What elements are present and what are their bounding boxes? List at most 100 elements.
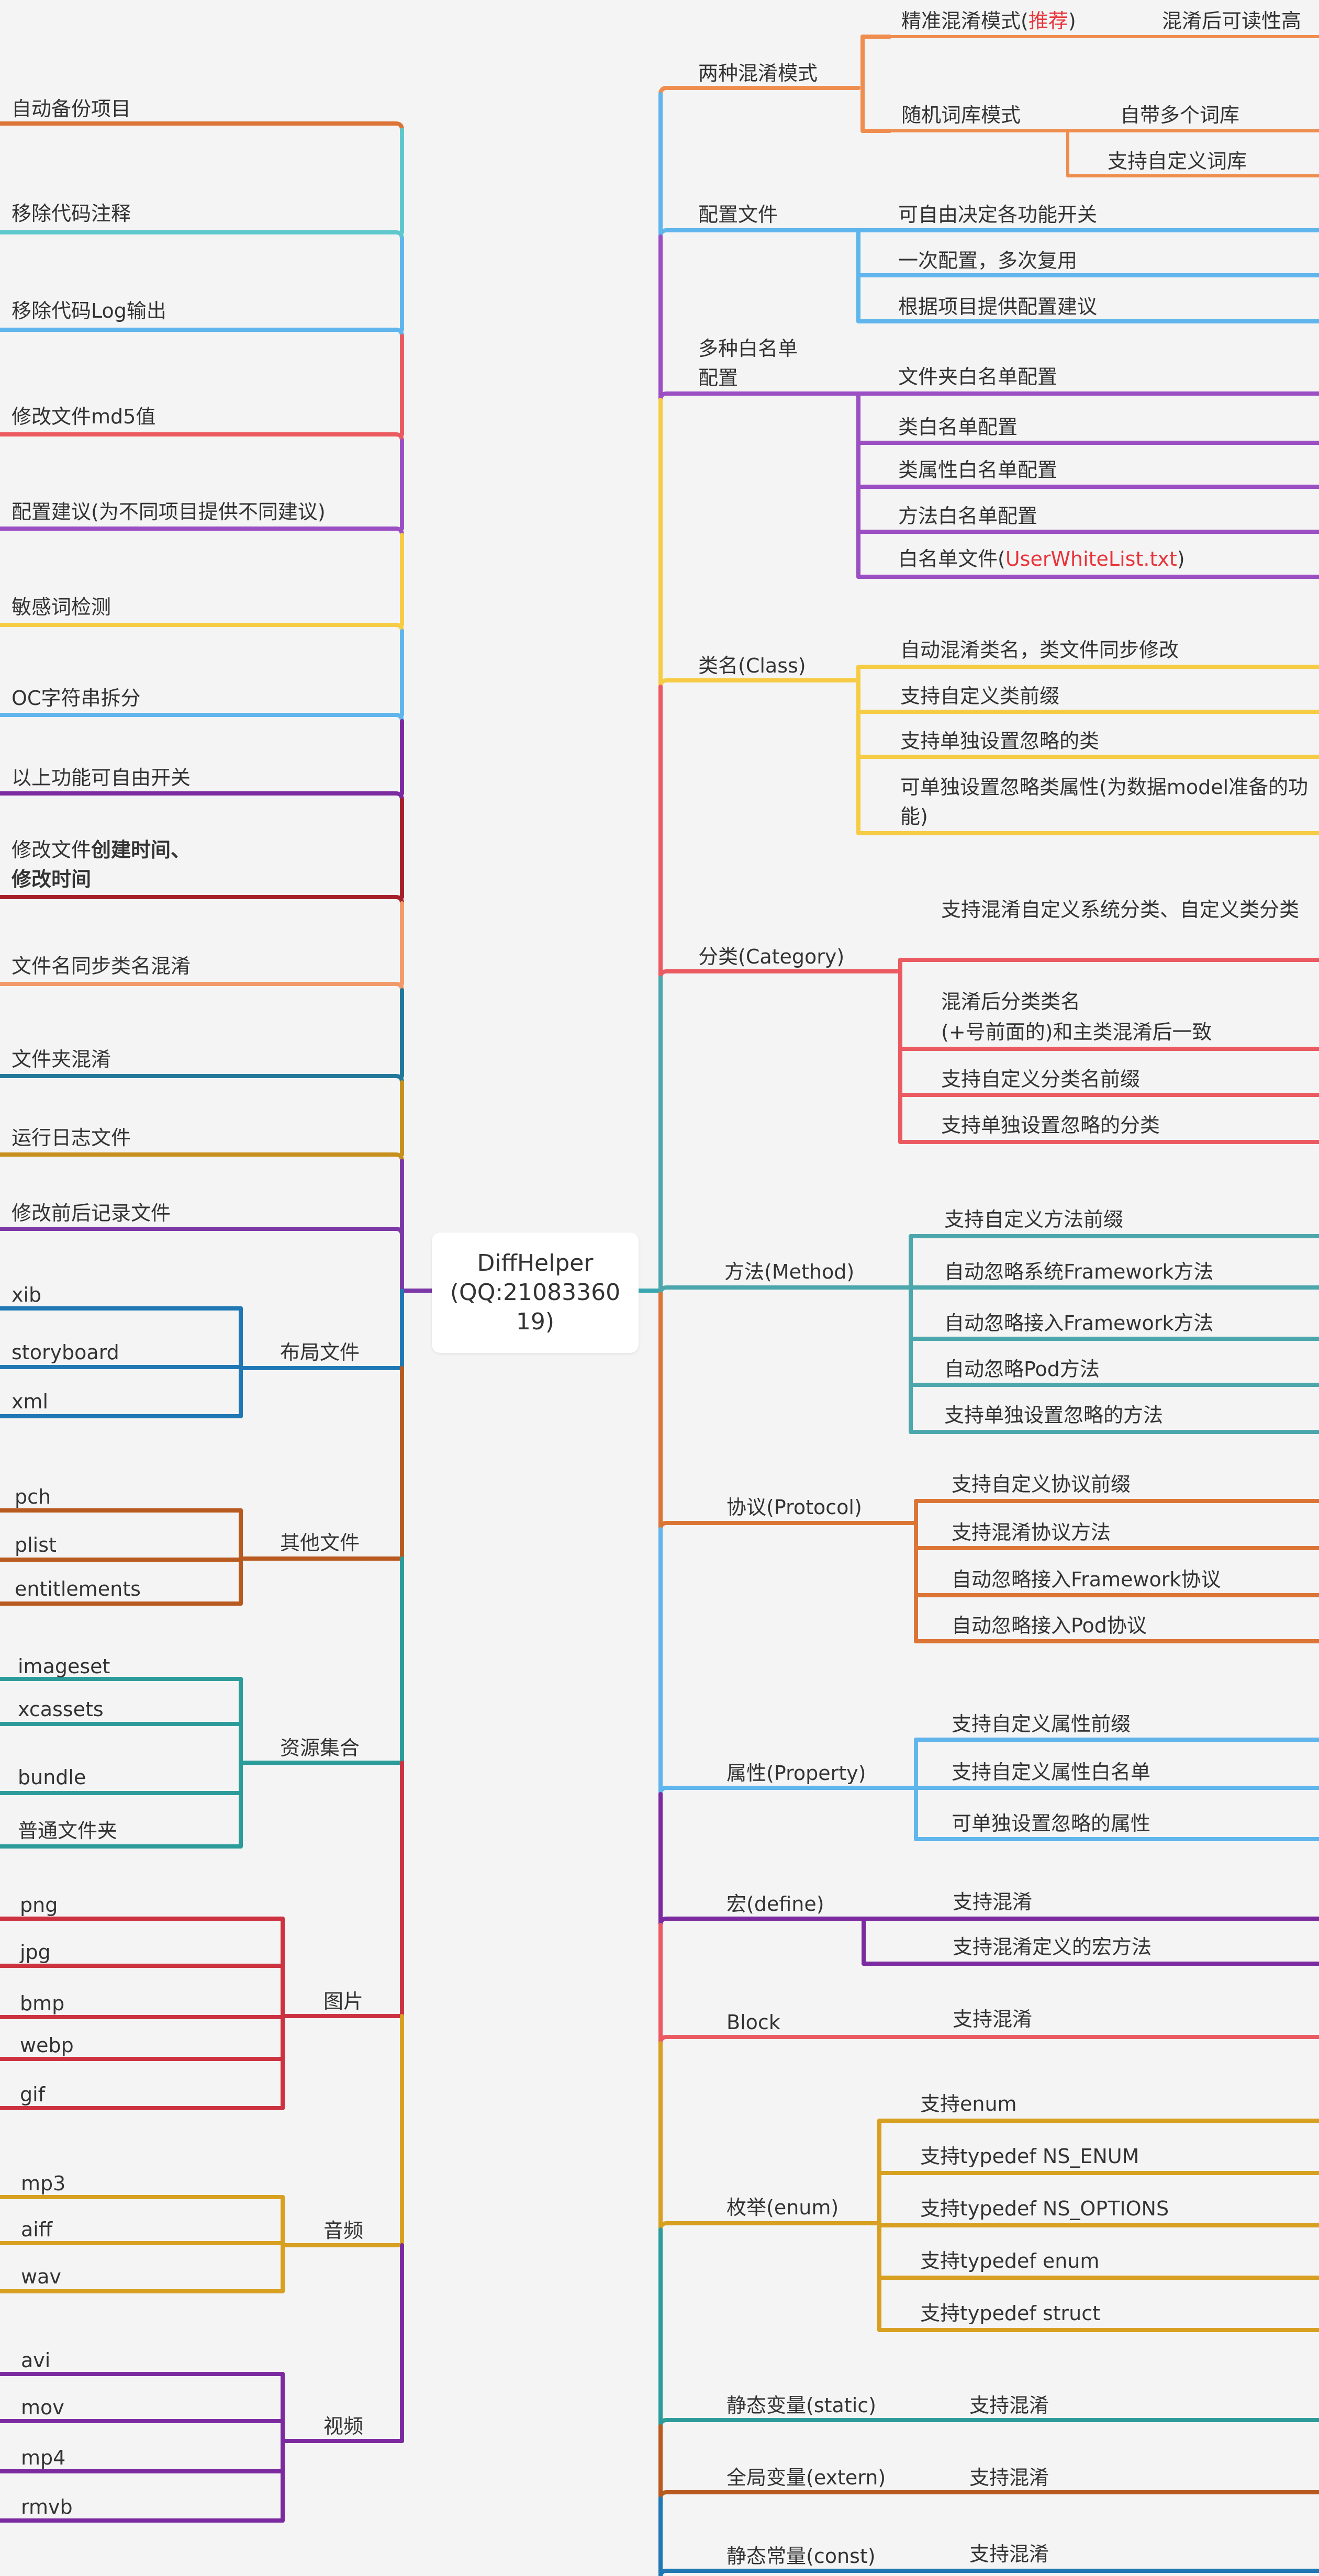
node-category[interactable]: 分类(Category) — [698, 945, 845, 968]
node-layout-files[interactable]: 布局文件 — [280, 1341, 360, 1364]
video-item-avi[interactable]: avi — [21, 2349, 51, 2372]
node-run-log[interactable]: 运行日志文件 — [12, 1126, 131, 1149]
whitelist-item-class[interactable]: 类白名单配置 — [898, 416, 1018, 439]
node-method[interactable]: 方法(Method) — [724, 1260, 855, 1283]
method-item-third-fw[interactable]: 自动忽略接入Framework方法 — [944, 1312, 1214, 1335]
node-record-file[interactable]: 修改前后记录文件 — [12, 1202, 171, 1225]
extern-var-item[interactable]: 支持混淆 — [969, 2466, 1049, 2489]
category-item-custom[interactable]: 支持混淆自定义系统分类、自定义类分类 — [941, 898, 1300, 921]
class-item-ignore[interactable]: 支持单独设置忽略的类 — [900, 730, 1100, 753]
static-var-item[interactable]: 支持混淆 — [969, 2394, 1049, 2417]
category-item-name-a[interactable]: 混淆后分类类名 — [941, 990, 1081, 1013]
method-item-prefix[interactable]: 支持自定义方法前缀 — [944, 1208, 1124, 1231]
method-item-pod[interactable]: 自动忽略Pod方法 — [944, 1358, 1100, 1381]
whitelist-item-class-prop[interactable]: 类属性白名单配置 — [898, 458, 1058, 481]
img-item-bmp[interactable]: bmp — [20, 1992, 65, 2015]
define-item-obf[interactable]: 支持混淆 — [953, 1890, 1033, 1913]
protocol-item-prefix[interactable]: 支持自定义协议前缀 — [952, 1473, 1131, 1496]
node-folder-obf[interactable]: 文件夹混淆 — [12, 1048, 111, 1071]
layout-item-xml[interactable]: xml — [12, 1390, 49, 1413]
category-item-prefix[interactable]: 支持自定义分类名前缀 — [941, 1068, 1141, 1091]
mode-random-builtin[interactable]: 自带多个词库 — [1120, 104, 1240, 127]
node-sensitive-words[interactable]: 敏感词检测 — [12, 596, 111, 619]
property-item-prefix[interactable]: 支持自定义属性前缀 — [952, 1712, 1131, 1735]
other-item-plist[interactable]: plist — [15, 1533, 57, 1556]
img-item-jpg[interactable]: jpg — [20, 1941, 51, 1964]
block-item-obf[interactable]: 支持混淆 — [953, 2008, 1033, 2031]
mode-random-custom[interactable]: 支持自定义词库 — [1108, 150, 1247, 173]
protocol-item-pod[interactable]: 自动忽略接入Pod协议 — [952, 1614, 1147, 1637]
node-filename-sync[interactable]: 文件名同步类名混淆 — [12, 955, 191, 978]
res-item-folder[interactable]: 普通文件夹 — [18, 1819, 118, 1842]
config-item-reuse[interactable]: 一次配置，多次复用 — [898, 249, 1078, 272]
node-whitelist[interactable]: 多种白名单配置 — [698, 334, 798, 393]
define-item-macro[interactable]: 支持混淆定义的宏方法 — [953, 1935, 1152, 1958]
method-item-system-fw[interactable]: 自动忽略系统Framework方法 — [944, 1260, 1214, 1283]
whitelist-item-method[interactable]: 方法白名单配置 — [898, 505, 1038, 528]
enum-item-typedef-enum[interactable]: 支持typedef enum — [920, 2249, 1100, 2272]
node-class[interactable]: 类名(Class) — [698, 654, 806, 677]
enum-item-typedef-struct[interactable]: 支持typedef struct — [920, 2302, 1101, 2325]
node-toggle-all[interactable]: 以上功能可自由开关 — [12, 766, 191, 789]
img-item-webp[interactable]: webp — [20, 2034, 74, 2057]
node-other-files[interactable]: 其他文件 — [280, 1531, 360, 1554]
audio-item-aiff[interactable]: aiff — [21, 2218, 53, 2241]
property-item-whitelist[interactable]: 支持自定义属性白名单 — [952, 1761, 1151, 1784]
node-resources[interactable]: 资源集合 — [280, 1737, 360, 1760]
const-var-item[interactable]: 支持混淆 — [969, 2543, 1049, 2566]
node-extern-var[interactable]: 全局变量(extern) — [726, 2466, 886, 2489]
category-item-ignore[interactable]: 支持单独设置忽略的分类 — [941, 1114, 1160, 1137]
node-remove-comments[interactable]: 移除代码注释 — [12, 202, 131, 225]
class-item-auto[interactable]: 自动混淆类名，类文件同步修改 — [900, 639, 1179, 662]
node-property[interactable]: 属性(Property) — [726, 1762, 866, 1785]
method-item-ignore[interactable]: 支持单独设置忽略的方法 — [944, 1404, 1164, 1427]
node-enum[interactable]: 枚举(enum) — [726, 2196, 839, 2219]
protocol-item-fw[interactable]: 自动忽略接入Framework协议 — [952, 1568, 1221, 1591]
node-md5[interactable]: 修改文件md5值 — [12, 405, 156, 428]
mode-random[interactable]: 随机词库模式 — [901, 104, 1021, 127]
property-item-ignore[interactable]: 可单独设置忽略的属性 — [952, 1812, 1151, 1835]
video-item-mp4[interactable]: mp4 — [21, 2446, 66, 2469]
node-remove-log[interactable]: 移除代码Log输出 — [12, 299, 166, 322]
audio-item-wav[interactable]: wav — [21, 2265, 61, 2288]
img-item-gif[interactable]: gif — [20, 2083, 46, 2106]
res-item-xcassets[interactable]: xcassets — [18, 1698, 104, 1721]
protocol-item-methods[interactable]: 支持混淆协议方法 — [952, 1521, 1111, 1544]
node-images[interactable]: 图片 — [323, 1990, 364, 2013]
class-item-prefix[interactable]: 支持自定义类前缀 — [900, 685, 1060, 708]
layout-item-storyboard[interactable]: storyboard — [12, 1341, 119, 1364]
mode-precise-note[interactable]: 混淆后可读性高 — [1162, 9, 1302, 32]
whitelist-item-file[interactable]: 白名单文件(UserWhiteList.txt) — [898, 544, 1185, 574]
other-item-entitlements[interactable]: entitlements — [15, 1577, 141, 1600]
node-const-var[interactable]: 静态常量(const) — [726, 2545, 876, 2568]
res-item-imageset[interactable]: imageset — [18, 1655, 110, 1678]
enum-item-ns-enum[interactable]: 支持typedef NS_ENUM — [920, 2145, 1139, 2168]
node-oc-string-split[interactable]: OC字符串拆分 — [12, 687, 141, 710]
node-config-advice[interactable]: 配置建议(为不同项目提供不同建议) — [12, 500, 326, 523]
config-item-toggle[interactable]: 可自由决定各功能开关 — [898, 203, 1098, 226]
node-audio[interactable]: 音频 — [323, 2219, 364, 2242]
class-item-ignore-prop[interactable]: 可单独设置忽略类属性(为数据model准备的功能) — [900, 776, 1309, 828]
layout-item-xib[interactable]: xib — [12, 1283, 42, 1306]
config-item-advice[interactable]: 根据项目提供配置建议 — [898, 295, 1098, 318]
video-item-mov[interactable]: mov — [21, 2396, 64, 2419]
audio-item-mp3[interactable]: mp3 — [21, 2172, 66, 2195]
node-modify-time[interactable]: 修改文件创建时间、 修改时间 — [12, 835, 191, 894]
node-config-file[interactable]: 配置文件 — [698, 203, 778, 226]
whitelist-item-folder[interactable]: 文件夹白名单配置 — [898, 365, 1058, 388]
enum-item-ns-options[interactable]: 支持typedef NS_OPTIONS — [920, 2197, 1169, 2220]
node-static-var[interactable]: 静态变量(static) — [726, 2394, 876, 2417]
node-block[interactable]: Block — [726, 2011, 780, 2034]
node-define[interactable]: 宏(define) — [726, 1892, 824, 1916]
node-protocol[interactable]: 协议(Protocol) — [726, 1496, 862, 1519]
root-node[interactable]: DiffHelper (QQ:21083360 19) — [432, 1233, 639, 1353]
node-video[interactable]: 视频 — [323, 2415, 364, 2438]
video-item-rmvb[interactable]: rmvb — [21, 2495, 73, 2518]
category-item-name-b[interactable]: (+号前面的)和主类混淆后一致 — [941, 1021, 1212, 1044]
mode-precise[interactable]: 精准混淆模式(推荐) — [901, 6, 1076, 36]
img-item-png[interactable]: png — [20, 1894, 58, 1917]
other-item-pch[interactable]: pch — [15, 1485, 51, 1508]
enum-item-enum[interactable]: 支持enum — [920, 2092, 1017, 2115]
node-two-modes[interactable]: 两种混淆模式 — [698, 62, 818, 85]
res-item-bundle[interactable]: bundle — [18, 1766, 86, 1789]
